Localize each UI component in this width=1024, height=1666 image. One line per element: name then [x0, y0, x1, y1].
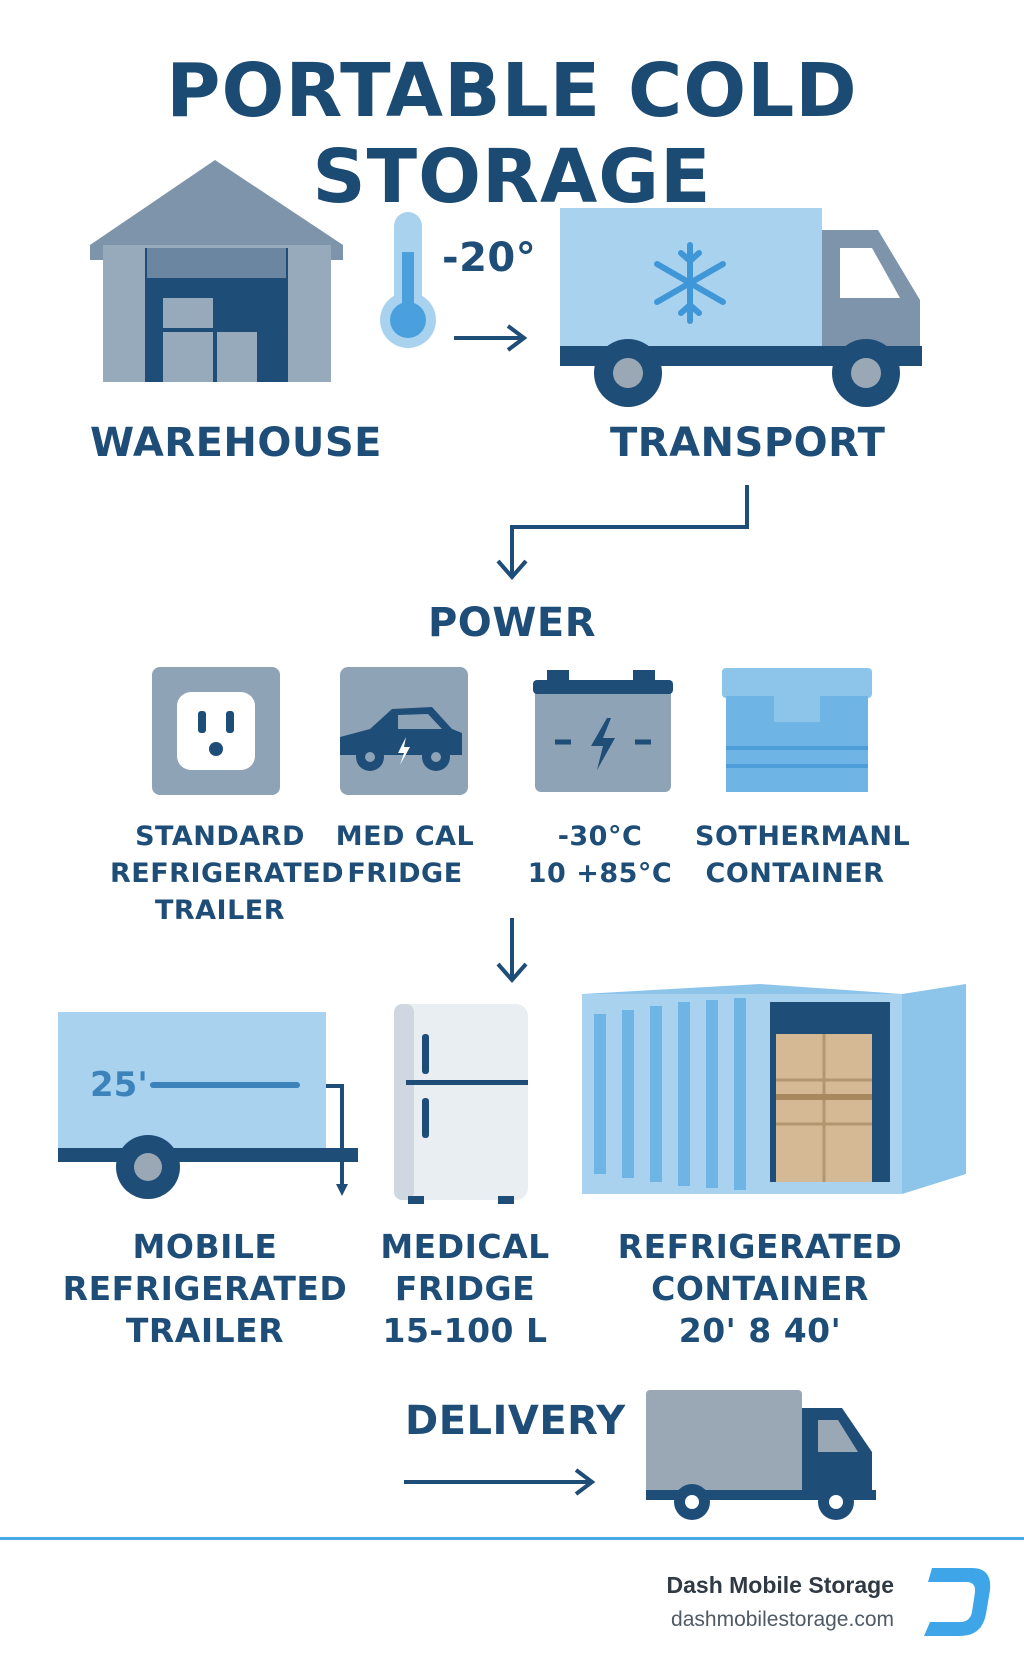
car-tile: [340, 667, 468, 795]
unit-label: REFRIGERATED CONTAINER 20' 8 40': [617, 1227, 903, 1350]
arrow-down-icon: [496, 918, 528, 984]
brand-url[interactable]: dashmobilestorage.com: [671, 1608, 894, 1631]
warehouse-label: WAREHOUSE: [90, 420, 382, 466]
brand-name: Dash Mobile Storage: [666, 1572, 894, 1598]
fridge-icon: [394, 1004, 528, 1204]
unit-label: MOBILE REFRIGERATED TRAILER: [62, 1227, 348, 1350]
connector-arrow-icon: [496, 485, 749, 581]
dash-logo-icon: [924, 1568, 991, 1636]
battery-icon: [533, 670, 673, 792]
power-option-label: -30°C 10 +85°C: [527, 821, 673, 889]
unit-label: MEDICAL FRIDGE 15-100 L: [380, 1227, 550, 1350]
power-label: POWER: [427, 600, 597, 646]
thermometer-icon: [380, 212, 436, 348]
transport-label: TRANSPORT: [610, 420, 886, 466]
temperature-value: -20°: [442, 235, 537, 281]
trailer-size-tag: 25': [90, 1065, 148, 1105]
car-icon: [340, 707, 462, 771]
shipping-container-icon: [582, 984, 966, 1194]
arrow-right-icon: [454, 324, 528, 352]
footer-divider: [0, 1537, 1024, 1540]
delivery-label: DELIVERY: [405, 1398, 626, 1444]
outlet-icon: [177, 692, 255, 770]
refrigerated-truck-icon: [560, 208, 922, 407]
delivery-truck-icon: [646, 1390, 876, 1520]
warehouse-icon: [90, 160, 343, 382]
page-title: PORTABLE COLD STORAGE: [166, 48, 858, 220]
power-option-label: MED CAL FRIDGE: [335, 821, 475, 889]
arrow-right-icon: [404, 1468, 596, 1496]
power-option-label: SOTHERMANL CONTAINER: [695, 821, 911, 889]
trailer-icon: 25': [58, 1012, 358, 1199]
outlet-tile: [152, 667, 280, 795]
cooler-box-icon: [722, 668, 872, 792]
power-option-label: STANDARD REFRIGERATED TRAILER: [110, 821, 344, 926]
